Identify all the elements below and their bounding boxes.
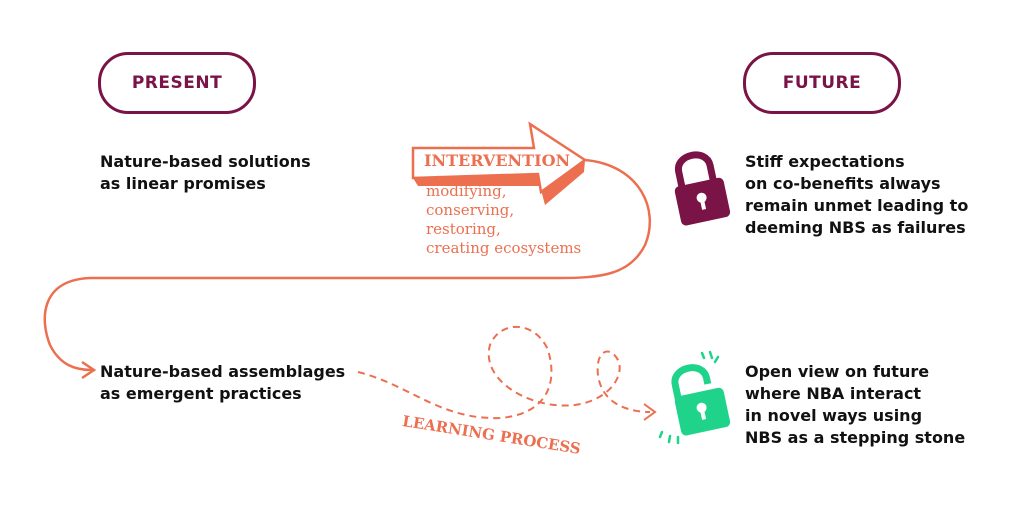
learning-dashed-line — [357, 325, 651, 420]
present-label: PRESENT — [98, 52, 256, 114]
learning-arrowhead — [643, 403, 657, 421]
intervention-arrow — [411, 121, 588, 205]
sparkle-marks — [658, 350, 720, 445]
padlock-open-icon — [671, 364, 731, 436]
padlock-closed-icon — [674, 151, 731, 226]
loop-arrowhead — [81, 360, 97, 380]
future-item-unmet: Stiff expectations on co-benefits always… — [745, 152, 969, 237]
intervention-title: INTERVENTION — [424, 151, 571, 170]
intervention-loop-line — [43, 158, 651, 372]
present-item-solutions: Nature-based solutions as linear promise… — [100, 152, 311, 193]
present-item-assemblages: Nature-based assemblages as emergent pra… — [100, 362, 346, 403]
future-label: FUTURE — [743, 52, 901, 114]
intervention-description: modifying, conserving, restoring, creati… — [426, 182, 582, 257]
future-item-open: Open view on future where NBA interact i… — [745, 362, 966, 447]
